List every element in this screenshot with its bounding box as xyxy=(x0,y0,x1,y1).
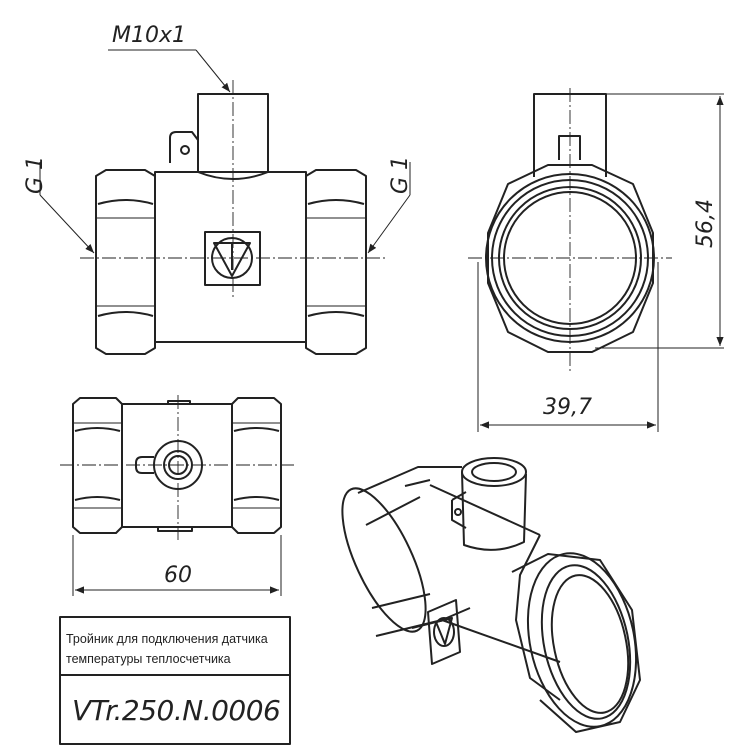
logo-mark-icon xyxy=(204,231,261,286)
thread-left-label: G 1 xyxy=(23,156,48,194)
length-dimension-label: 60 xyxy=(164,563,192,588)
title-description-line2: температуры теплосчетчика xyxy=(66,652,231,666)
thread-right-label: G 1 xyxy=(388,156,413,194)
drawing-code: VTr.250.N.0006 xyxy=(72,694,280,727)
isometric-view xyxy=(341,457,641,733)
thread-top-label: M10x1 xyxy=(112,23,186,48)
title-block: Тройник для подключения датчика температ… xyxy=(59,616,291,745)
top-view: 60 xyxy=(60,395,295,596)
width-dimension-label: 39,7 xyxy=(543,395,592,420)
height-dimension-label: 56,4 xyxy=(693,199,718,248)
title-description-line1: Тройник для подключения датчика xyxy=(66,632,268,646)
iso-logo-mark-icon xyxy=(427,599,461,665)
front-view: M10x1 G 1 G 1 xyxy=(23,23,413,355)
side-view: 56,4 39,7 xyxy=(468,88,724,432)
